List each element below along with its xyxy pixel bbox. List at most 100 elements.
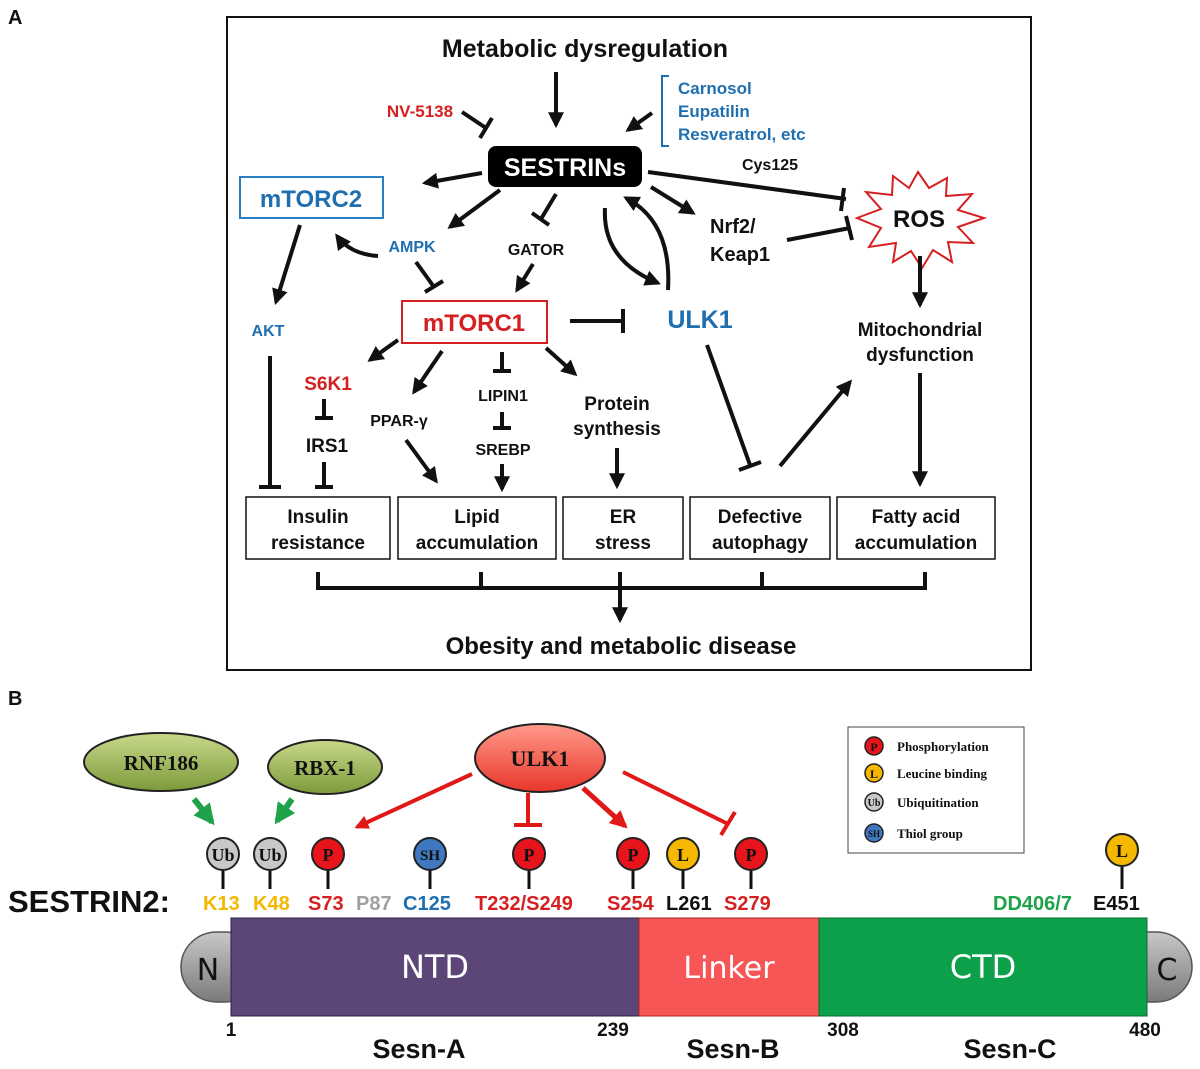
ulk1-inhibit-s279 bbox=[622, 770, 737, 837]
obesity-label: Obesity and metabolic disease bbox=[446, 633, 797, 660]
segment-sesn-b: Sesn-B bbox=[686, 1034, 779, 1064]
outcome-er-l2: stress bbox=[595, 533, 651, 554]
ulk1-arrow-s254 bbox=[581, 786, 628, 829]
outcome-er-l1: ER bbox=[610, 507, 637, 528]
arrow-mtorc1-ppar bbox=[412, 349, 444, 395]
outcome-fatty-l2: accumulation bbox=[855, 533, 977, 554]
pin-l261: L bbox=[666, 837, 700, 889]
site-s73: S73 bbox=[308, 893, 344, 915]
pin-s73: P bbox=[311, 837, 345, 889]
legend-ubiquitination-glyph: Ub bbox=[868, 798, 881, 809]
sestrins-label: SESTRINs bbox=[504, 154, 626, 182]
outcome-fatty-l1: Fatty acid bbox=[872, 507, 961, 528]
ulk1-inhibit-autophagy bbox=[705, 344, 762, 472]
position-1: 1 bbox=[226, 1020, 237, 1041]
ampk-inhibit-mtorc1 bbox=[414, 260, 445, 294]
outcome-lipid-l1: Lipid bbox=[454, 507, 499, 528]
nrf2-inhibit-ros bbox=[786, 215, 854, 242]
ntd-label: NTD bbox=[401, 948, 469, 986]
mtorc2-box bbox=[239, 176, 384, 219]
s6k1-label: S6K1 bbox=[304, 374, 352, 395]
outcome-box-fatty bbox=[836, 496, 996, 560]
pin-e451-glyph: L bbox=[1116, 841, 1128, 861]
akt-label: AKT bbox=[252, 323, 285, 340]
nrf2-label: Nrf2/ bbox=[710, 216, 756, 238]
converging-bracket bbox=[316, 572, 927, 590]
legend-thiol-icon bbox=[864, 823, 884, 843]
pin-c125-glyph: SH bbox=[420, 848, 440, 864]
s6k1-inhibit-irs1 bbox=[315, 399, 333, 420]
phosphorylation-marker-icon bbox=[311, 837, 345, 871]
nv-inhibit-line bbox=[460, 110, 494, 140]
c-terminus-label: C bbox=[1157, 953, 1178, 988]
legend-item-thiol: SH Thiol group bbox=[864, 823, 963, 843]
legend-thiol-text: Thiol group bbox=[897, 826, 963, 841]
position-480: 480 bbox=[1129, 1020, 1161, 1041]
mito-label-2: dysfunction bbox=[866, 345, 974, 366]
irs1-inhibit-insulin bbox=[315, 462, 333, 489]
srebp-label: SREBP bbox=[475, 442, 530, 459]
ulk1-label-a: ULK1 bbox=[667, 306, 732, 334]
outcome-lipid-l2: accumulation bbox=[416, 533, 538, 554]
n-terminus-label: N bbox=[197, 953, 219, 988]
phosphorylation-marker-icon bbox=[512, 837, 546, 871]
rbx1-label: RBX-1 bbox=[294, 756, 356, 780]
protein-label-2: synthesis bbox=[573, 419, 661, 440]
outcome-box-er bbox=[562, 496, 684, 560]
mtorc1-box bbox=[401, 300, 548, 344]
pin-k13-glyph: Ub bbox=[211, 845, 234, 865]
ubiquitination-marker-icon bbox=[206, 837, 240, 871]
ntd-domain bbox=[230, 917, 640, 1017]
arrow-sestrins-mtorc2 bbox=[421, 171, 483, 189]
panel-a-label: A bbox=[8, 7, 22, 29]
mtorc1-inhibit-ulk1 bbox=[570, 309, 625, 333]
outcome-insulin-l1: Insulin bbox=[287, 507, 348, 528]
linker-domain bbox=[638, 917, 820, 1017]
rnf186-label: RNF186 bbox=[124, 751, 199, 775]
legend-item-ubiquitination: Ub Ubiquitination bbox=[864, 792, 979, 812]
ctd-domain bbox=[818, 917, 1148, 1017]
site-e451: E451 bbox=[1093, 893, 1140, 915]
legend-item-phosphorylation: P Phosphorylation bbox=[864, 736, 990, 756]
mito-label-1: Mitochondrial bbox=[858, 320, 983, 341]
legend-leucine-glyph: L bbox=[870, 767, 878, 781]
sestrins-box bbox=[488, 146, 642, 187]
ubiquitination-marker-icon bbox=[253, 837, 287, 871]
legend-item-leucine: L Leucine binding bbox=[864, 763, 987, 783]
activator-bracket bbox=[661, 75, 669, 147]
arrow-mtorc1-protein bbox=[544, 346, 578, 377]
ulk1-label-b: ULK1 bbox=[511, 746, 570, 771]
legend-leucine-icon bbox=[864, 763, 884, 783]
ros-label: ROS bbox=[893, 206, 945, 233]
rbx1-ellipse bbox=[267, 739, 383, 795]
legend-leucine-text: Leucine binding bbox=[897, 766, 987, 781]
lipin1-label: LIPIN1 bbox=[478, 388, 528, 405]
ppar-label: PPAR-γ bbox=[370, 413, 428, 430]
legend-phosphorylation-glyph: P bbox=[870, 740, 877, 754]
pin-e451: L bbox=[1105, 833, 1139, 889]
legend-phosphorylation-text: Phosphorylation bbox=[897, 739, 990, 754]
lipin1-inhibit-srebp bbox=[493, 412, 511, 430]
linker-label: Linker bbox=[683, 951, 775, 986]
arrow-gator-mtorc1 bbox=[515, 262, 535, 293]
arrow-mtorc2-akt bbox=[272, 224, 302, 306]
phosphorylation-marker-icon bbox=[734, 837, 768, 871]
sestrins-inhibit-gator bbox=[530, 192, 558, 227]
thiol-marker-icon bbox=[413, 837, 447, 871]
site-p87: P87 bbox=[356, 893, 392, 915]
outcome-insulin-l2: resistance bbox=[271, 533, 365, 554]
pin-k48: Ub bbox=[253, 837, 287, 889]
arrow-ppar-lipid bbox=[404, 438, 438, 484]
pin-k13: Ub bbox=[206, 837, 240, 889]
ctd-label: CTD bbox=[950, 948, 1017, 986]
carnosol-label: Carnosol bbox=[678, 79, 752, 98]
mtorc2-label: mTORC2 bbox=[260, 186, 362, 213]
site-c125: C125 bbox=[403, 893, 451, 915]
site-l261: L261 bbox=[666, 893, 712, 915]
site-t232-s249: T232/S249 bbox=[475, 893, 573, 915]
ampk-label: AMPK bbox=[388, 239, 436, 256]
akt-inhibit-insulin bbox=[259, 356, 281, 489]
outcome-box-lipid bbox=[397, 496, 557, 560]
eupatilin-label: Eupatilin bbox=[678, 102, 750, 121]
ulk1-ellipse bbox=[474, 723, 606, 793]
